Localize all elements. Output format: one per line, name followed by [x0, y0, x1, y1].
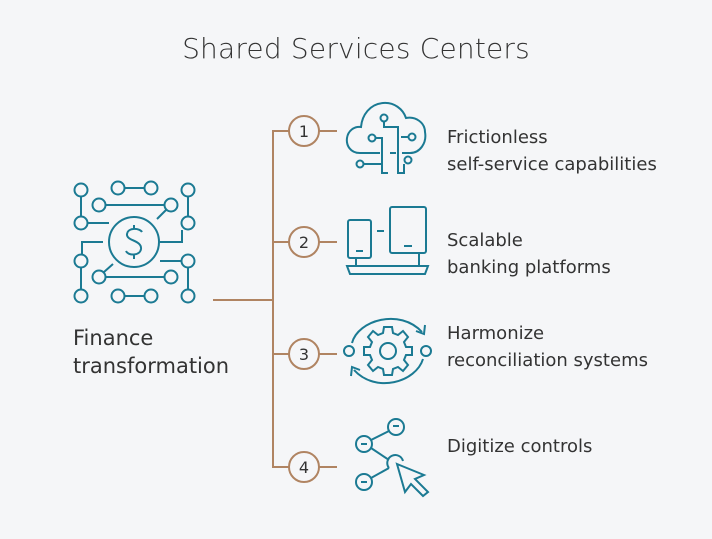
step-number-circles [288, 115, 320, 483]
item-3-line1: Harmonize [447, 323, 545, 344]
item-1-line2: self-service capabilities [447, 154, 657, 175]
root-label-line2: transformation [73, 354, 230, 378]
cloud-circuit-icon [345, 101, 427, 174]
root-label: Finance transformation [73, 324, 229, 380]
connector-lines [213, 130, 337, 468]
step-number-3: 3 [299, 345, 309, 364]
item-1-line1: Frictionless [447, 127, 548, 148]
step-number-2: 2 [299, 233, 309, 252]
item-2-line1: Scalable [447, 230, 523, 251]
dollar-circuit-icon [73, 180, 196, 304]
gear-cycle-icon [343, 317, 432, 385]
page-title: Shared Services Centers [182, 32, 530, 65]
step-number-4: 4 [299, 458, 309, 477]
step-number-1: 1 [299, 122, 309, 141]
item-label-4: Digitize controls [447, 433, 592, 460]
item-4-line1: Digitize controls [447, 436, 593, 457]
root-label-line1: Finance [73, 326, 154, 350]
devices-icon [345, 206, 430, 275]
network-cursor-icon [355, 418, 430, 498]
item-label-2: Scalable banking platforms [447, 227, 611, 281]
item-label-3: Harmonize reconciliation systems [447, 320, 648, 374]
item-3-line2: reconciliation systems [447, 350, 648, 371]
item-label-1: Frictionless self-service capabilities [447, 124, 657, 178]
item-2-line2: banking platforms [447, 257, 611, 278]
